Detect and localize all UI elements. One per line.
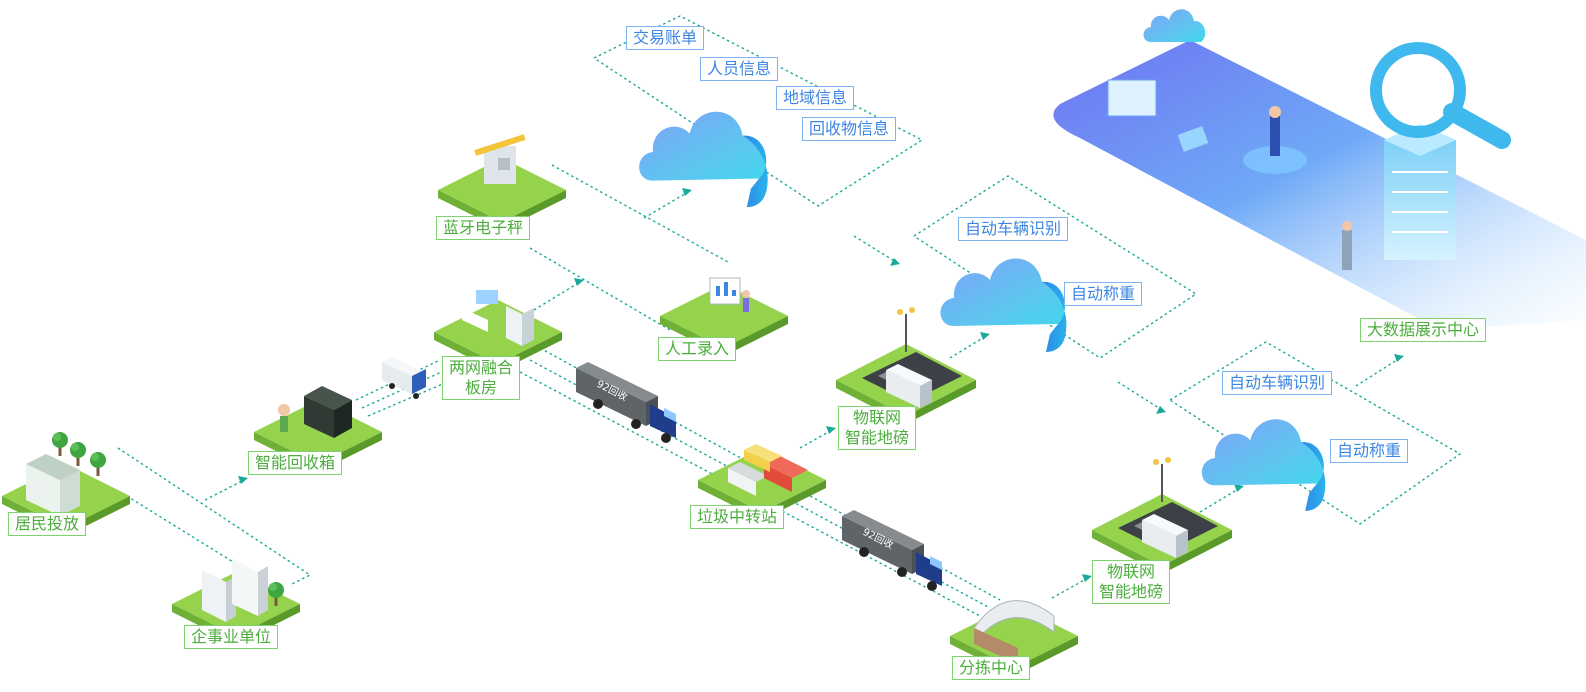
connector-arrows	[238, 188, 1404, 582]
node-label-bluetooth-scale: 蓝牙电子秤	[436, 216, 531, 240]
info-label-plate-recognition: 自动车辆识别	[1222, 371, 1333, 395]
node-label-enterprise: 企事业单位	[184, 625, 279, 649]
node-label-transfer-station: 垃圾中转站	[690, 505, 785, 529]
node-label-sorting-center: 分拣中心	[952, 656, 1031, 680]
van-illustration	[382, 357, 426, 399]
node-label-line: 物联网	[1107, 562, 1156, 581]
node-label-manual-entry: 人工录入	[658, 337, 737, 361]
residents-illustration	[2, 432, 130, 536]
info-label-transaction: 交易账单	[626, 26, 705, 50]
info-label-auto-weigh: 自动称重	[1064, 282, 1143, 306]
node-label-line: 物联网	[853, 408, 902, 427]
node-label-iot-scale: 物联网 智能地磅	[838, 406, 917, 450]
node-label-line: 两网融合	[449, 358, 514, 377]
enterprise-illustration	[172, 558, 300, 644]
smart-bin-illustration	[254, 386, 382, 472]
info-label-plate-recognition: 自动车辆识别	[958, 217, 1069, 241]
two-network-house-illustration	[434, 290, 562, 372]
cloud-vehicle-icon	[1201, 419, 1326, 511]
manual-entry-illustration	[660, 277, 788, 356]
big-data-platform-illustration	[1053, 9, 1586, 330]
cloud-vehicle-icon	[940, 258, 1067, 352]
info-label-region: 地域信息	[776, 86, 855, 110]
info-label-personnel: 人员信息	[700, 57, 779, 81]
node-label-line: 智能地磅	[1099, 582, 1164, 601]
bluetooth-scale-illustration	[438, 134, 566, 230]
node-label-iot-scale: 物联网 智能地磅	[1092, 560, 1171, 604]
node-label-line: 板房	[465, 378, 498, 397]
info-label-auto-weigh: 自动称重	[1330, 439, 1409, 463]
node-label-two-network-house: 两网融合 板房	[442, 356, 521, 400]
cloud-data-icon	[639, 111, 768, 208]
node-label-line: 智能地磅	[845, 428, 910, 447]
node-label-smart-bin: 智能回收箱	[248, 451, 343, 475]
node-label-residents: 居民投放	[8, 512, 87, 536]
info-label-recyclables: 回收物信息	[802, 117, 897, 141]
node-label-big-data: 大数据展示中心	[1360, 318, 1487, 342]
truck-illustration	[576, 362, 676, 443]
transfer-station-illustration	[698, 444, 826, 520]
sorting-center-illustration	[950, 600, 1078, 676]
